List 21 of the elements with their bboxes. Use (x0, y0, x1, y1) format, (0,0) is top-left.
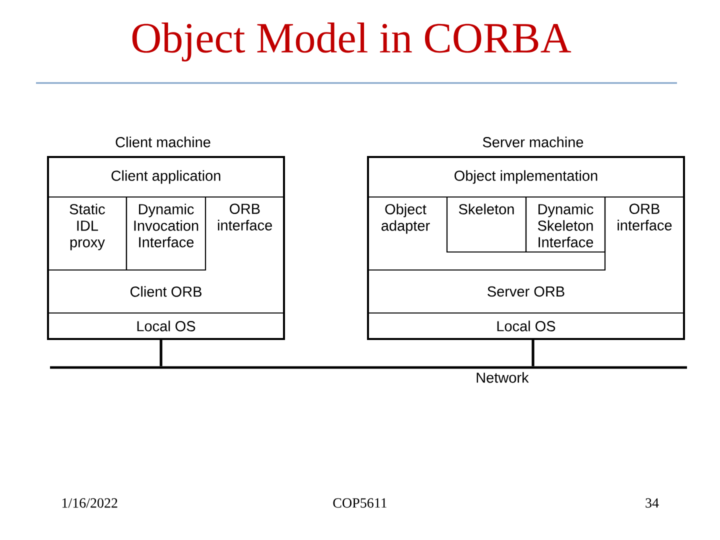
frame-heading: Client machine (116, 136, 210, 148)
layer-box: Object implementation (367, 156, 685, 198)
layer-box: Local OS (367, 312, 685, 340)
line-label: Network (476, 372, 529, 383)
component-box: Skeleton (446, 196, 527, 253)
component-label: ORB interface (218, 204, 272, 230)
slide-title: Object Model in CORBA (132, 22, 572, 62)
component-box: Dynamic Skeleton Interface (525, 196, 606, 253)
frame-heading: Server machine (482, 136, 584, 148)
layer-label: Server ORB (488, 286, 564, 297)
layer-box: Local OS (47, 312, 285, 340)
component-box: Dynamic Invocation Interface (126, 196, 206, 271)
footer-date: 1/16/2022 (62, 498, 118, 508)
component-box: Static IDL proxy (47, 196, 127, 271)
page-number: 34 (646, 498, 659, 508)
connector-line (160, 339, 162, 366)
component-label: ORB interface (618, 204, 672, 230)
layer-box: Client application (47, 156, 285, 198)
layer-label: Client ORB (130, 286, 202, 297)
connector-line (532, 339, 534, 366)
course-code: COP5611 (333, 498, 387, 508)
